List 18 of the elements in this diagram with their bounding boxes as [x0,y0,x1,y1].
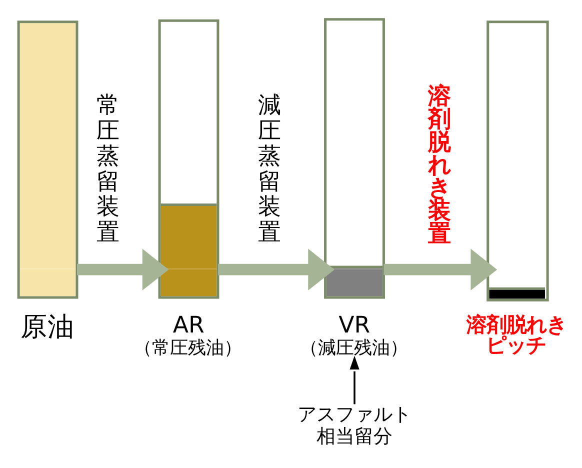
arrow [76,248,169,290]
arrow [384,248,498,290]
edge-label: 溶剤脱れき装置 [428,84,452,247]
arrow [218,248,335,290]
arrow [350,356,360,404]
edge-label: 減圧蒸留装置 [258,92,281,246]
edge-label: 常圧蒸留装置 [96,92,120,246]
node-label: AR [172,312,204,338]
node-box [17,20,78,299]
node-label: 原油 [20,311,74,342]
node-box [324,18,385,299]
node-label: VR [338,312,370,338]
node-label: （減圧残油） [300,338,408,359]
node-box [158,19,220,299]
node-label: 溶剤脱れきピッチ [466,312,566,357]
node-box [486,20,549,302]
node-label: （常圧残油） [134,338,242,359]
node-text: アスファルト相当留分 [297,404,412,448]
